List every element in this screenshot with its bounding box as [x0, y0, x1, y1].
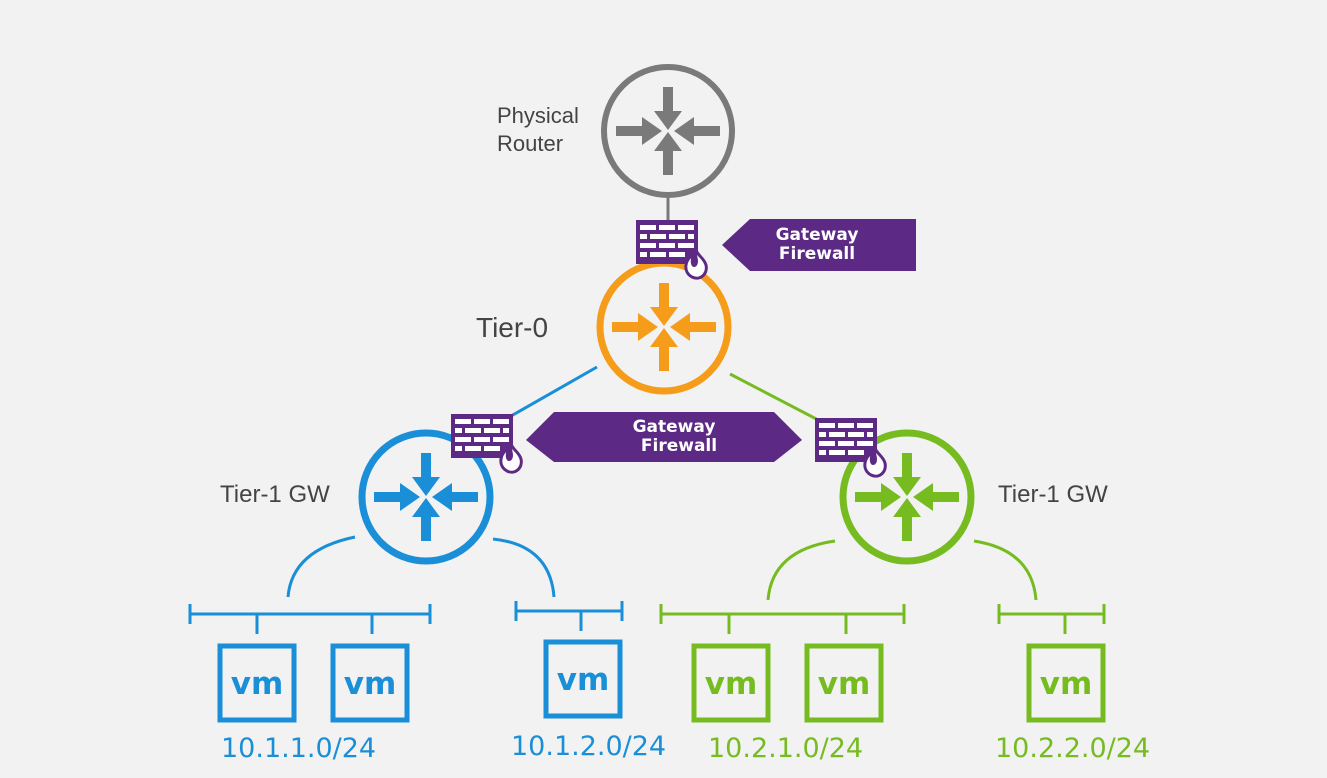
vm-icon: [543, 639, 623, 719]
tier1-left-router-icon: [358, 429, 494, 565]
vm-label: vm: [1040, 666, 1093, 702]
vm-label: vm: [557, 662, 610, 698]
subnet-label-left-b: 10.1.2.0/24: [511, 731, 667, 762]
tier1-right-downlinks: [659, 539, 1106, 634]
subnet-label-left-a: 10.1.1.0/24: [221, 733, 377, 764]
subnet-label-right-b: 10.2.2.0/24: [995, 733, 1151, 764]
tier1-left-label: Tier-1 GW: [220, 481, 330, 508]
vm-label: vm: [705, 666, 758, 702]
physical-router-label: Physical Router: [497, 103, 579, 156]
vm-label: vm: [818, 666, 871, 702]
physical-router-icon: [601, 64, 735, 198]
firewall-callout-middle: [526, 412, 802, 462]
subnet-label-right-a: 10.2.1.0/24: [708, 733, 864, 764]
vm-icon: [691, 643, 771, 723]
vm-icon: [217, 643, 297, 723]
firewall-callout-middle-text: Gateway Firewall: [632, 417, 718, 456]
tier0-router-icon: [596, 259, 732, 395]
vm-icon: [1026, 643, 1106, 723]
vm-label: vm: [231, 666, 284, 702]
vm-icon: [804, 643, 884, 723]
tier0-label: Tier-0: [476, 312, 549, 343]
firewall-callout-top: [722, 219, 916, 271]
tier1-left-downlinks: [188, 535, 624, 634]
vm-icon: [330, 643, 410, 723]
firewall-callout-top-text: Gateway Firewall: [775, 225, 859, 264]
tier1-right-label: Tier-1 GW: [998, 481, 1108, 508]
vm-label: vm: [344, 666, 397, 702]
